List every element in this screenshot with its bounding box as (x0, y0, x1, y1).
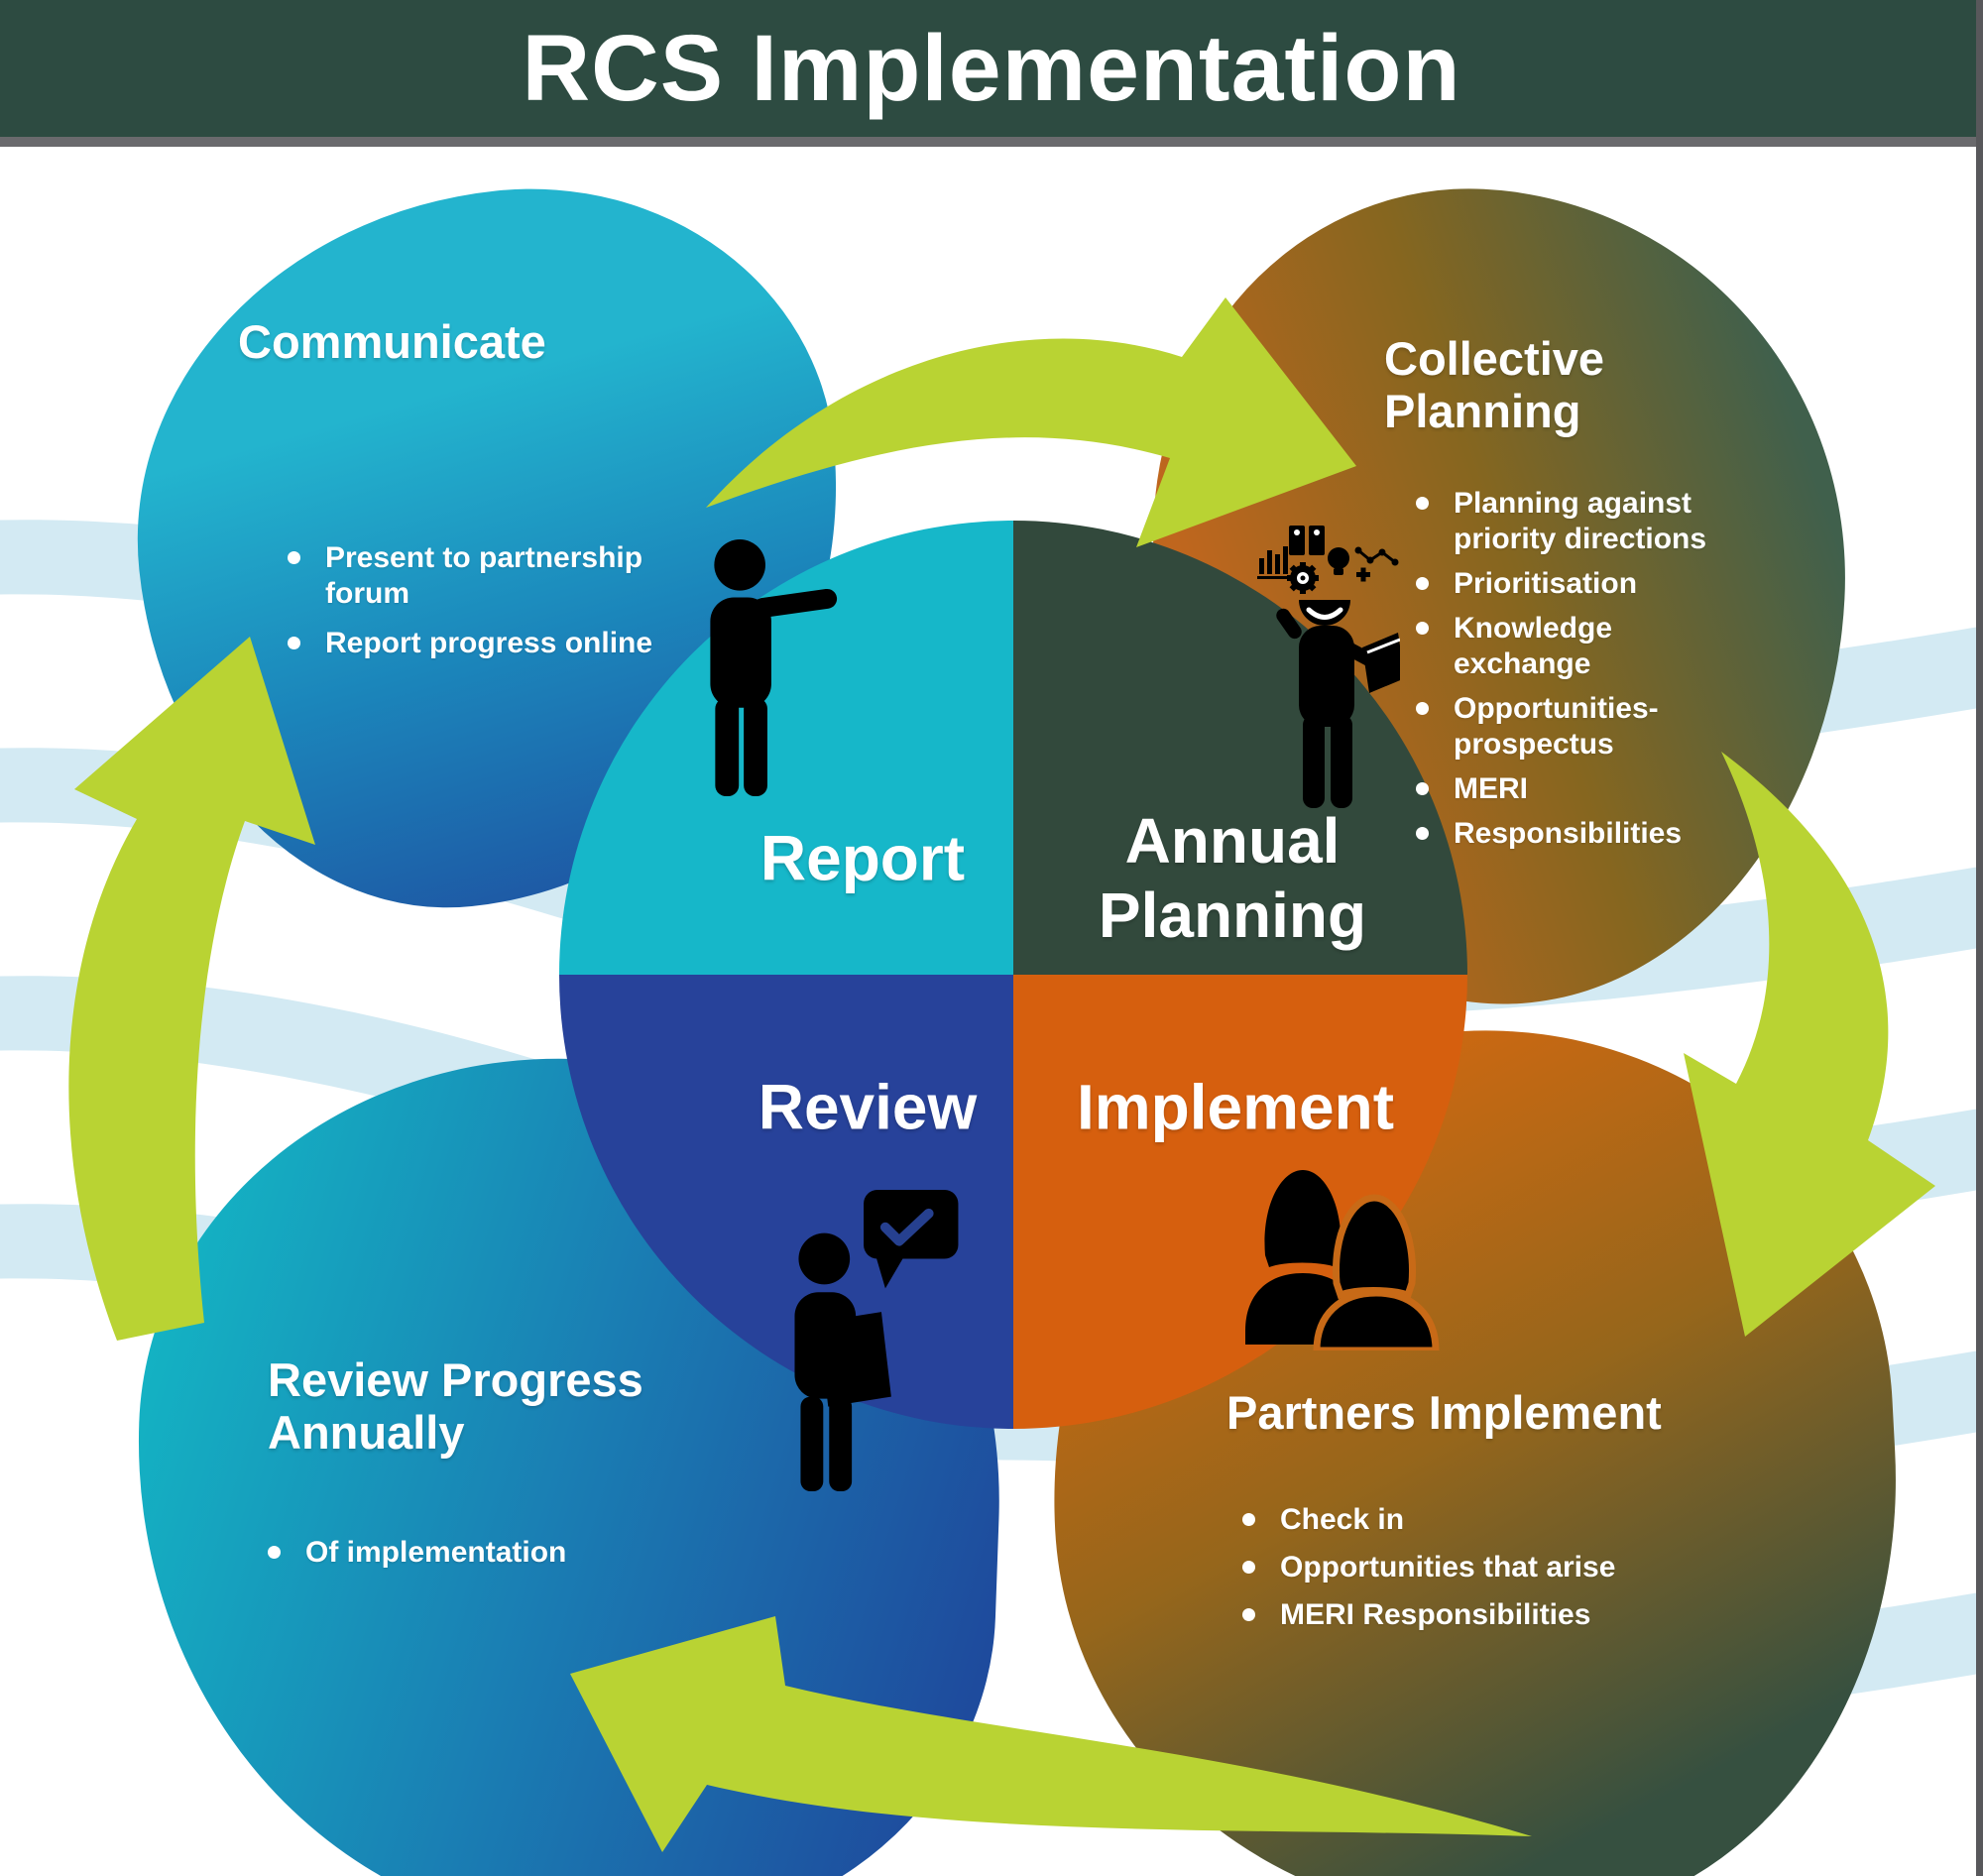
cycle-arrow-left-icon (68, 637, 315, 1341)
header-bar: RCS Implementation (0, 0, 1983, 137)
review-report-person-icon (794, 1189, 959, 1492)
page-title: RCS Implementation (522, 16, 1461, 121)
ideas-person-icon (1257, 526, 1400, 808)
header-divider (0, 137, 1983, 147)
cycle-arrow-top-icon (706, 297, 1356, 547)
right-edge-bar (1976, 0, 1983, 1876)
quadrant-label-implement: Implement (1076, 1071, 1395, 1143)
cycle-arrow-bottom-icon (570, 1616, 1532, 1852)
cycle-arrow-right-icon (1684, 752, 1935, 1337)
quadrant-label-annual-planning: Annual Planning (1098, 805, 1367, 951)
quadrant-annual-planning (1013, 521, 1467, 975)
quadrant-label-review: Review (758, 1071, 978, 1143)
presenting-person-icon (710, 538, 838, 797)
partners-group-icon (1245, 1170, 1440, 1350)
quadrant-label-report: Report (759, 822, 966, 894)
